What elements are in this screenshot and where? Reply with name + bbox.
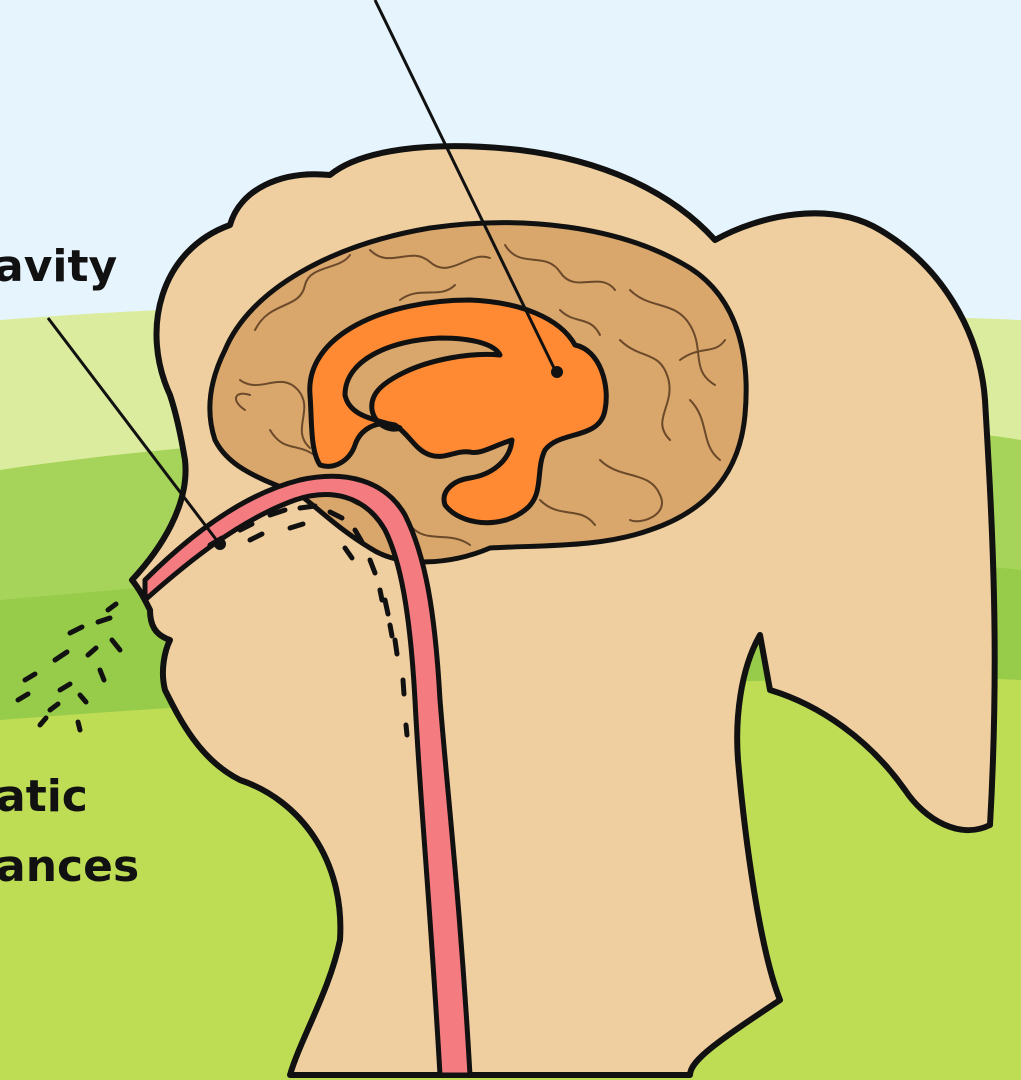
- leader-dot-nasal: [214, 538, 226, 550]
- nasal-cavity-label: avity: [0, 240, 117, 294]
- leader-dot-limbic: [551, 366, 563, 378]
- aromatic-label-line1: atic: [0, 770, 88, 824]
- aromatic-label-line2: ances: [0, 840, 139, 894]
